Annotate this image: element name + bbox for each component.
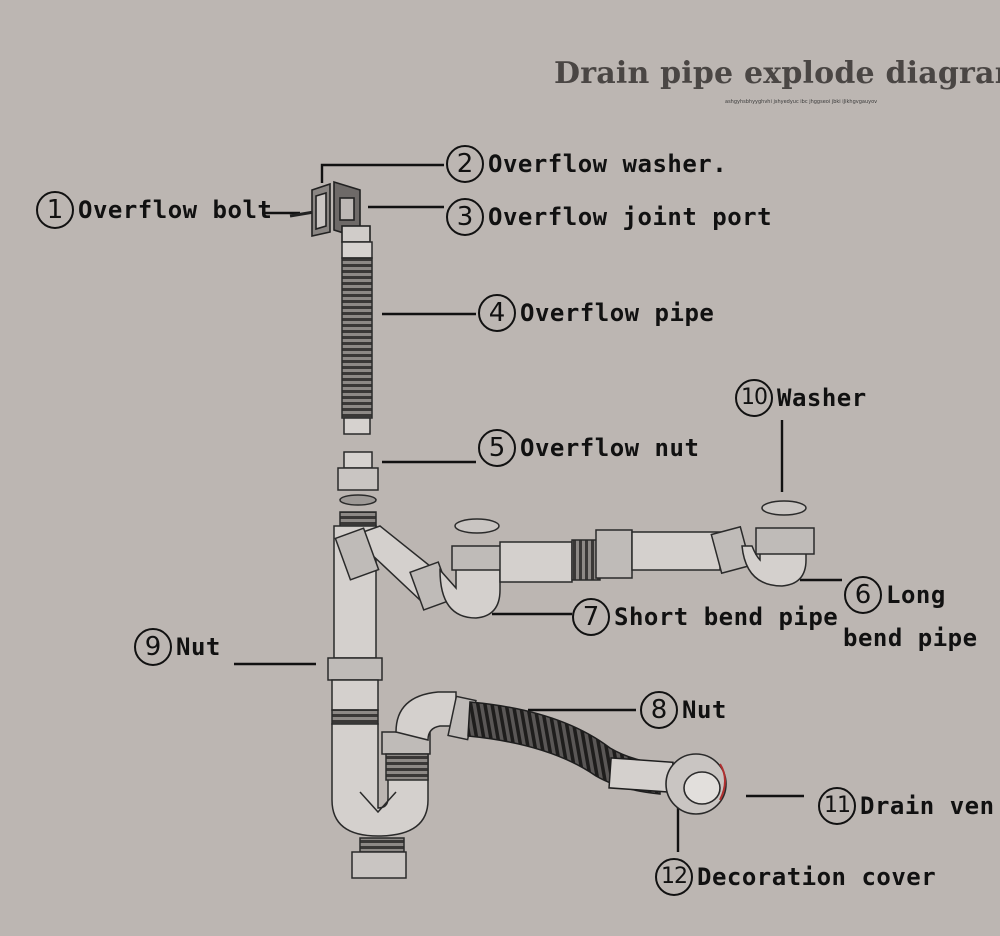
callout-overflow-pipe: 4 Overflow pipe	[478, 294, 714, 332]
callout-number-10: 10	[735, 379, 773, 417]
callout-number-11: 11	[818, 787, 856, 825]
callout-label-drain-vent: Drain ven	[860, 792, 995, 820]
long-bend-pipe	[710, 500, 815, 587]
callout-label-overflow-joint-port: Overflow joint port	[488, 203, 773, 231]
callout-number-12: 12	[655, 858, 693, 896]
callout-nut-9: 9 Nut	[134, 628, 221, 666]
diagram-subtitle: ashgyhsbhyyghvhi jshyedyuc ibc jhggseoi …	[725, 99, 878, 105]
callout-number-6: 6	[844, 576, 882, 614]
callout-overflow-nut: 5 Overflow nut	[478, 429, 699, 467]
callout-nut-8: 8 Nut	[640, 691, 727, 729]
short-bend-pipe	[439, 518, 721, 619]
callout-drain-vent: 11 Drain ven	[818, 787, 995, 825]
callout-label-decoration-cover: Decoration cover	[697, 863, 937, 891]
overflow-nut	[337, 451, 379, 506]
callout-label-short-bend-pipe: Short bend pipe	[614, 603, 839, 631]
callout-long-bend-pipe: 6 Long	[844, 576, 946, 614]
leader-lines	[234, 163, 842, 852]
callout-number-9: 9	[134, 628, 172, 666]
callout-number-4: 4	[478, 294, 516, 332]
overflow-assembly	[289, 180, 371, 243]
callout-decoration-cover: 12 Decoration cover	[655, 858, 936, 896]
callout-overflow-bolt: 1 Overflow bolt	[36, 191, 272, 229]
callout-number-8: 8	[640, 691, 678, 729]
callout-washer: 10 Washer	[735, 379, 867, 417]
drain-elbow	[395, 691, 477, 741]
callout-label-overflow-washer: Overflow washer.	[488, 150, 728, 178]
callout-number-3: 3	[446, 198, 484, 236]
callout-short-bend-pipe: 7 Short bend pipe	[572, 598, 838, 636]
callout-number-7: 7	[572, 598, 610, 636]
trap	[331, 723, 431, 879]
callout-label-bend-pipe: bend pipe	[843, 624, 978, 652]
branch-pipe	[334, 525, 453, 611]
callout-label-overflow-bolt: Overflow bolt	[78, 196, 273, 224]
callout-number-5: 5	[478, 429, 516, 467]
overflow-pipe	[341, 241, 373, 435]
callout-label-washer: Washer	[777, 384, 867, 412]
callout-overflow-washer: 2 Overflow washer.	[446, 145, 727, 183]
callout-label-overflow-pipe: Overflow pipe	[520, 299, 715, 327]
callout-label-nut-8: Nut	[682, 696, 727, 724]
callout-label-nut-9: Nut	[176, 633, 221, 661]
callout-number-1: 1	[36, 191, 74, 229]
drain-hose	[467, 701, 674, 795]
callout-number-2: 2	[446, 145, 484, 183]
drain-vent	[665, 753, 727, 815]
callout-overflow-joint-port: 3 Overflow joint port	[446, 198, 772, 236]
callout-label-overflow-nut: Overflow nut	[520, 434, 700, 462]
diagram-title: Drain pipe explode diagram	[554, 56, 1000, 91]
callout-label-long: Long	[886, 581, 946, 609]
